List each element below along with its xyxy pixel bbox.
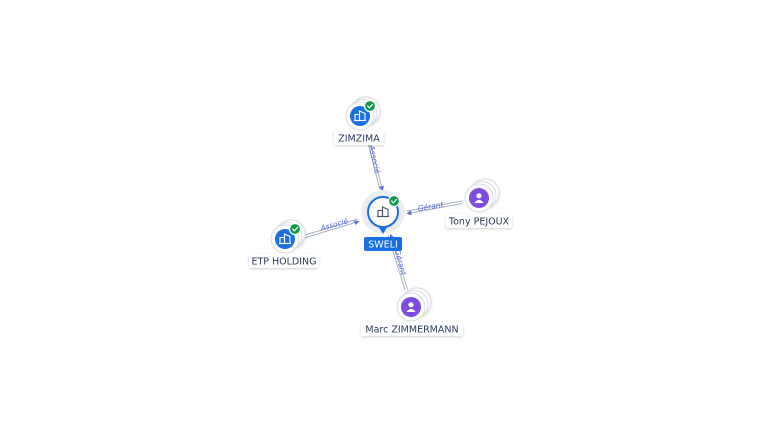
check-badge-icon	[387, 194, 401, 208]
edge-line	[406, 203, 463, 216]
edge-label: Associé	[367, 144, 382, 175]
node-label-box	[249, 254, 319, 268]
edge-label: Associé	[318, 216, 349, 233]
edge-line	[302, 220, 360, 239]
selected-label-box	[364, 237, 402, 251]
node-marc[interactable]: Marc ZIMMERMANN	[361, 287, 463, 336]
nodes-layer: ZIMZIMA Tony PEJOUX ETP HOLDING Marc ZIMMER…	[249, 96, 512, 336]
building-icon	[354, 110, 366, 122]
edge-label: Gérant	[393, 249, 409, 277]
edge-label: Gérant	[417, 200, 445, 214]
center-node[interactable]: SWELI	[361, 190, 405, 251]
node-label: Marc ZIMMERMANN	[365, 324, 458, 335]
edge-line	[301, 218, 359, 237]
node-zimzima[interactable]: ZIMZIMA	[334, 96, 384, 145]
node-label: ZIMZIMA	[338, 133, 380, 144]
node-label: Tony PEJOUX	[448, 216, 510, 227]
edge-line	[406, 200, 463, 212]
node-label: ETP HOLDING	[251, 256, 316, 267]
edge-etp: Associé	[301, 216, 360, 239]
person-icon	[406, 302, 416, 312]
node-etp[interactable]: ETP HOLDING	[249, 219, 319, 268]
node-label-box	[361, 322, 463, 336]
building-icon	[279, 233, 291, 245]
node-label-box	[334, 131, 384, 145]
edge-tony: Gérant	[406, 200, 463, 216]
person-icon	[474, 193, 484, 203]
node-tony[interactable]: Tony PEJOUX	[446, 178, 512, 228]
node-label-box	[446, 214, 512, 228]
center-node-label: SWELI	[368, 239, 398, 250]
check-badge-icon	[363, 99, 377, 113]
building-icon	[377, 206, 389, 218]
check-badge-icon	[288, 222, 302, 236]
